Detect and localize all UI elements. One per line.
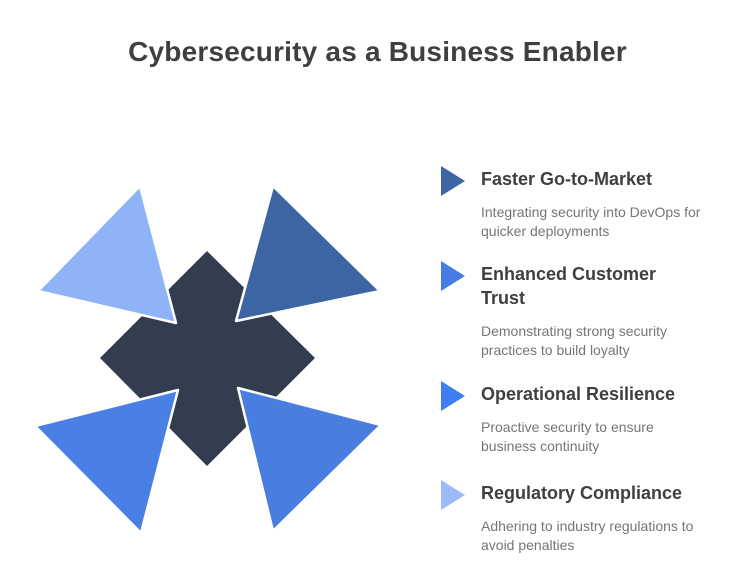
arrow-right-icon-shape [441, 480, 465, 510]
benefit-item-operational-resilience: Operational Resilience Proactive securit… [441, 381, 731, 455]
triangle-upper-left [36, 184, 178, 325]
benefit-text-block: Operational Resilience Proactive securit… [481, 381, 675, 455]
benefit-item-regulatory-compliance: Regulatory Compliance Adhering to indust… [441, 480, 731, 554]
benefit-item-faster-go-to-market: Faster Go-to-Market Integrating security… [441, 166, 731, 240]
arrow-right-icon-shape [441, 261, 465, 291]
triangle-lower-right [236, 386, 383, 533]
benefit-description: Demonstrating strong security practices … [481, 323, 667, 358]
benefit-text-block: Regulatory Compliance Adhering to indust… [481, 480, 693, 554]
benefit-title: Operational Resilience [481, 384, 676, 404]
benefit-title: Regulatory Compliance [481, 483, 683, 503]
benefit-description: Integrating security into DevOps for qui… [481, 204, 701, 239]
arrow-right-icon [441, 261, 465, 291]
page-title: Cybersecurity as a Business Enabler [128, 36, 627, 67]
benefit-item-enhanced-customer-trust: Enhanced Customer Trust Demonstrating st… [441, 261, 731, 359]
benefit-description: Adhering to industry regulations to avoi… [481, 518, 694, 553]
benefit-title: Faster Go-to-Market [481, 169, 653, 189]
benefit-title: Enhanced Customer Trust [481, 264, 657, 308]
benefit-text-block: Enhanced Customer Trust Demonstrating st… [481, 261, 667, 359]
arrow-right-icon [441, 480, 465, 510]
arrow-right-icon-shape [441, 166, 465, 196]
triangle-lower-left [33, 388, 180, 535]
arrow-right-icon [441, 381, 465, 411]
arrow-right-icon [441, 166, 465, 196]
triangle-upper-right [234, 184, 382, 323]
arrow-right-icon-shape [441, 381, 465, 411]
center-diagram [33, 184, 383, 535]
benefit-description: Proactive security to ensure business co… [481, 419, 654, 454]
benefit-text-block: Faster Go-to-Market Integrating security… [481, 166, 700, 240]
